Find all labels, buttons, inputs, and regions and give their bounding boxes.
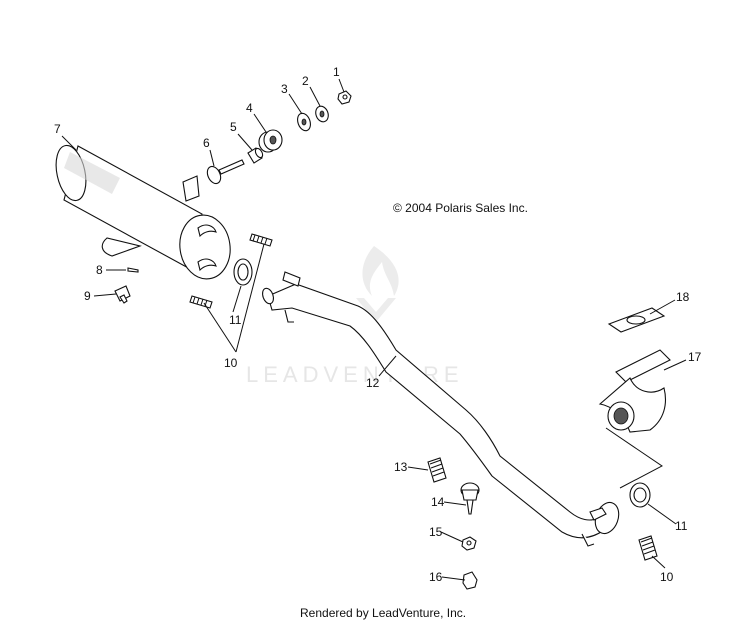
callout-3: 3 [281, 82, 288, 96]
nut-15 [461, 536, 477, 551]
spring-10-top [249, 233, 273, 247]
callout-12: 12 [366, 376, 380, 390]
head-pipe [262, 271, 620, 547]
footer-text: Rendered by LeadVenture, Inc. [300, 606, 466, 620]
muffler-tab [101, 237, 142, 257]
callout-6: 6 [203, 136, 210, 150]
callout-5: 5 [230, 120, 237, 134]
bolt-9 [114, 285, 131, 304]
callout-9: 9 [84, 289, 91, 303]
callout-15: 15 [429, 525, 443, 539]
flame-logo-icon [362, 246, 399, 296]
callout-18: 18 [676, 290, 690, 304]
callout-1: 1 [333, 65, 340, 79]
copyright-text: © 2004 Polaris Sales Inc. [393, 201, 528, 215]
gasket-11-left [233, 258, 253, 286]
callout-10-left: 10 [224, 356, 238, 370]
muffler-end-cap [179, 214, 231, 280]
callout-13: 13 [394, 460, 408, 474]
spring-10-left [189, 295, 213, 309]
callout-8: 8 [96, 263, 103, 277]
bolt-14 [460, 482, 480, 515]
gasket-11-right [629, 482, 651, 508]
chevron-logo-icon [356, 298, 396, 322]
washer-2 [315, 105, 329, 123]
pin-8 [127, 267, 139, 273]
washer-3 [297, 112, 311, 132]
callout-10-right: 10 [660, 570, 674, 584]
callout-14: 14 [431, 495, 445, 509]
callout-11-left: 11 [229, 313, 242, 327]
spring-10-right [638, 535, 658, 561]
callout-2: 2 [302, 74, 309, 88]
bolt-6 [206, 159, 245, 185]
callout-7: 7 [54, 122, 61, 136]
callout-17: 17 [688, 350, 702, 364]
callout-11-right: 11 [675, 519, 688, 533]
spring-13 [427, 457, 447, 483]
nut-1 [337, 90, 352, 105]
muffler-bracket [182, 175, 200, 202]
callout-16: 16 [429, 570, 443, 584]
nut-16 [462, 571, 478, 590]
grommet-4 [258, 129, 283, 153]
elbow-pipe [598, 349, 671, 433]
gasket-18 [607, 307, 666, 333]
callout-4: 4 [246, 101, 253, 115]
leader-lines [61, 78, 687, 581]
sleeve-5 [247, 147, 264, 164]
callout-labels: 1 2 3 4 5 6 7 8 9 10 11 12 13 14 15 16 1… [54, 65, 702, 584]
muffler [55, 144, 231, 280]
